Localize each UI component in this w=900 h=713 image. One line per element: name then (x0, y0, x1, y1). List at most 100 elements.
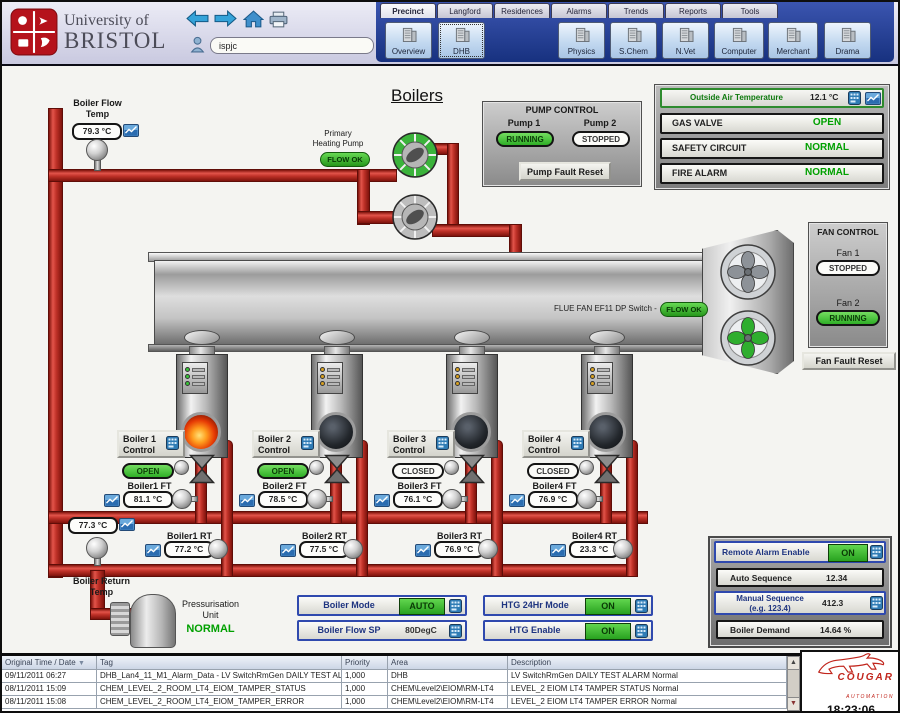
pump2-label: Pump 2 (583, 118, 617, 128)
tab-alarms[interactable]: Alarms (551, 3, 607, 18)
fan1-status: STOPPED (816, 260, 880, 276)
alarm-tag: DHB_Lan4_11_M1_Alarm_Data - LV SwitchRmG… (97, 670, 342, 683)
column-header-area[interactable]: Area (388, 656, 508, 670)
duct-port (589, 330, 625, 345)
keypad-icon[interactable] (848, 91, 861, 105)
extract-fan-2-running[interactable] (720, 310, 776, 366)
trend-icon[interactable] (239, 494, 255, 507)
boiler-return-temp-sensor (86, 537, 108, 559)
keypad-icon[interactable] (301, 436, 314, 450)
keypad-icon[interactable] (436, 436, 449, 450)
tab-langford[interactable]: Langford (437, 3, 493, 18)
fan-fault-reset-button[interactable]: Fan Fault Reset (802, 352, 896, 370)
boiler-3-rt-label: Boiler3 RT (436, 531, 482, 541)
boiler-1-ft-value: 81.1 °C (123, 491, 173, 508)
keypad-icon[interactable] (571, 436, 584, 450)
flue-duct (154, 260, 706, 346)
trend-icon[interactable] (104, 494, 120, 507)
boiler-1-isolation-valve[interactable] (189, 454, 215, 484)
pump1-label: Pump 1 (507, 118, 541, 128)
valve-handwheel (579, 460, 594, 475)
trend-icon[interactable] (123, 124, 139, 137)
alarm-row[interactable]: 08/11/2011 15:08 CHEM_LEVEL_2_ROOM_LT4_E… (2, 696, 787, 709)
tab-residences[interactable]: Residences (494, 3, 550, 18)
column-header-description[interactable]: Description (508, 656, 787, 670)
fire-alarm-label: FIRE ALARM (672, 168, 728, 178)
keypad-icon[interactable] (635, 624, 648, 638)
boiler-2-isolation-valve[interactable] (324, 454, 350, 484)
boiler-3-isolation-valve[interactable] (459, 454, 485, 484)
tab-trends[interactable]: Trends (608, 3, 664, 18)
user-input[interactable] (210, 37, 374, 54)
boiler-1-led-panel (182, 362, 208, 394)
boiler-3-burner-off (451, 412, 491, 452)
column-header-priority[interactable]: Priority (342, 656, 388, 670)
keypad-icon[interactable] (870, 545, 883, 559)
alarm-row[interactable]: 08/11/2011 15:09 CHEM_LEVEL_2_ROOM_LT4_E… (2, 683, 787, 696)
trend-icon[interactable] (145, 544, 161, 557)
tab-precinct[interactable]: Precinct (380, 3, 436, 18)
nav-button-dhb[interactable]: DHB (438, 22, 485, 59)
boiler-4-rt-sensor (613, 539, 633, 559)
boiler-2-ft-sensor (307, 489, 327, 509)
trend-icon[interactable] (119, 518, 135, 531)
boiler-3-ft-value: 76.1 °C (393, 491, 443, 508)
boiler-1-ft-label: Boiler1 FT (127, 481, 172, 491)
scroll-up-icon[interactable]: ▲ (788, 657, 799, 670)
column-header-tag[interactable]: Tag (97, 656, 342, 670)
boiler-4-ft-value: 76.9 °C (528, 491, 578, 508)
trend-icon[interactable] (550, 544, 566, 557)
pipe-flow-header (48, 511, 648, 524)
boiler-demand-value: 14.64 % (820, 625, 852, 635)
pump-control-title: PUMP CONTROL (525, 105, 599, 115)
boiler-2-rt-label: Boiler2 RT (301, 531, 347, 541)
tab-tools[interactable]: Tools (722, 3, 778, 18)
trend-icon[interactable] (374, 494, 390, 507)
extract-fan-1-stopped[interactable] (720, 244, 776, 300)
nav-button-merchant[interactable]: Merchant (768, 22, 818, 59)
boiler-4-isolation-valve[interactable] (594, 454, 620, 484)
primary-pump-2-stopped[interactable] (392, 194, 438, 240)
column-header-time[interactable]: Original Time / Date ▼ (2, 656, 97, 670)
alarm-row[interactable]: 09/11/2011 06:27 DHB_Lan4_11_M1_Alarm_Da… (2, 670, 787, 683)
pressurisation-status: NORMAL (186, 623, 235, 635)
boiler-mode-label: Boiler Mode (323, 600, 375, 610)
boiler-4-ft-label: Boiler4 FT (532, 481, 577, 491)
trend-icon[interactable] (415, 544, 431, 557)
keypad-icon[interactable] (449, 599, 462, 613)
trend-icon[interactable] (509, 494, 525, 507)
alarm-description: LV SwitchRmGen DAILY TEST ALARM Normal (508, 670, 787, 683)
nav-button-drama[interactable]: Drama (824, 22, 871, 59)
trend-icon[interactable] (280, 544, 296, 557)
nav-button-computer[interactable]: Computer (714, 22, 764, 59)
boiler-4-rt-value: 23.3 °C (569, 541, 619, 558)
nav-button-schem[interactable]: S.Chem (610, 22, 657, 59)
forward-icon[interactable] (214, 10, 237, 27)
keypad-icon[interactable] (449, 624, 462, 638)
pump-fault-reset-button[interactable]: Pump Fault Reset (519, 162, 611, 181)
nav-button-nvet[interactable]: N.Vet (662, 22, 709, 59)
primary-pump-1-running[interactable] (392, 132, 438, 178)
keypad-icon[interactable] (166, 436, 179, 450)
tab-reports[interactable]: Reports (665, 3, 721, 18)
keypad-icon[interactable] (635, 599, 648, 613)
print-icon[interactable] (268, 11, 289, 28)
home-icon[interactable] (243, 10, 264, 28)
remote-alarm-value: ON (828, 544, 868, 562)
nav-button-overview[interactable]: Overview (385, 22, 432, 59)
nav-button-physics[interactable]: Physics (558, 22, 605, 59)
boiler-1-valve-status: OPEN (122, 463, 174, 479)
boiler-4-burner-off (586, 412, 626, 452)
trend-icon[interactable] (865, 92, 881, 105)
keypad-icon[interactable] (870, 596, 883, 610)
safety-circuit-status: NORMAL (805, 142, 849, 153)
back-icon[interactable] (186, 10, 209, 27)
scroll-down-icon[interactable]: ▼ (788, 697, 799, 710)
